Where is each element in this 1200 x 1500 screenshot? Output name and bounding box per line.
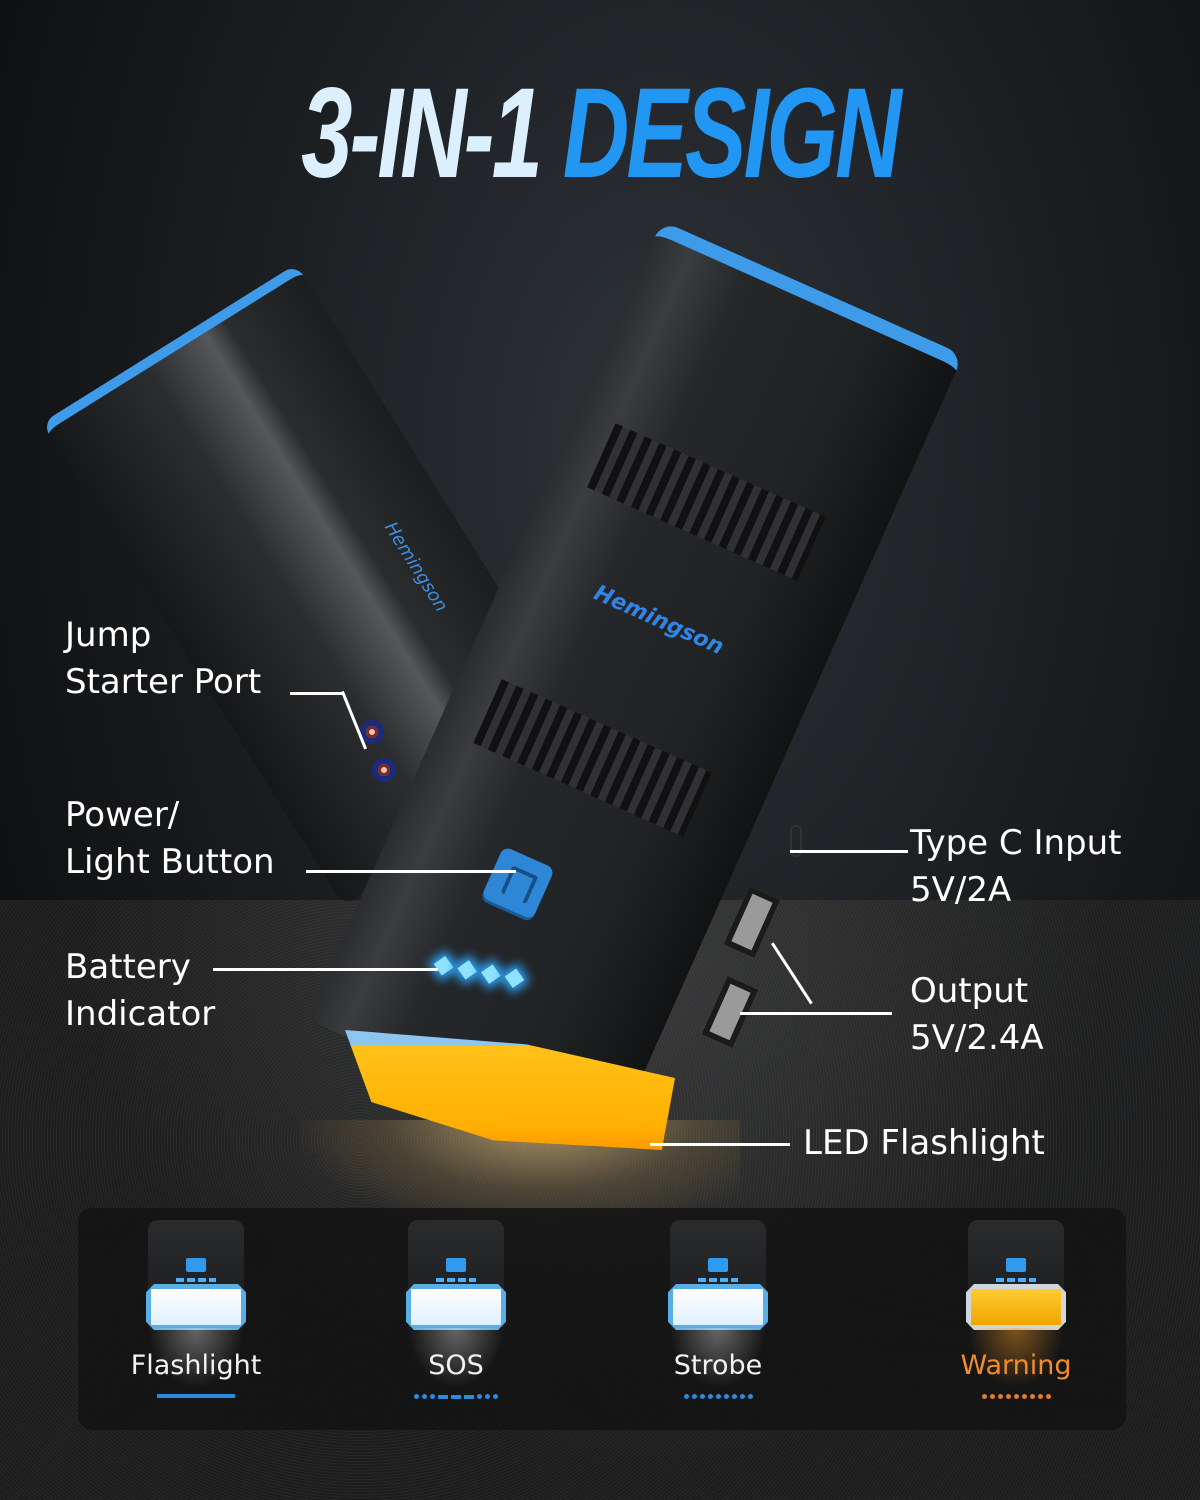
port-terminal-icon	[372, 758, 396, 782]
callout-type-c-input: Type C Input 5V/2A	[910, 820, 1122, 914]
mode-flashlight: Flashlight	[108, 1208, 268, 1430]
mini-device-icon	[966, 1220, 1066, 1330]
mode-label: SOS	[428, 1350, 484, 1381]
headline-part-1: 3-IN-1	[301, 62, 543, 205]
mini-beam	[408, 1328, 504, 1388]
cooling-fins	[473, 679, 712, 837]
mini-device-icon	[146, 1220, 246, 1330]
callout-text: Jump	[65, 615, 152, 655]
headline-part-2: DESIGN	[562, 62, 902, 205]
callout-line	[650, 1143, 790, 1146]
pattern-solid-icon	[108, 1394, 284, 1400]
jump-starter-port	[360, 720, 396, 796]
callout-text: Starter Port	[65, 662, 262, 702]
callout-text: Light Button	[65, 842, 275, 882]
light-modes-panel: Flashlight SOS Strobe Warning	[78, 1208, 1126, 1430]
mode-sos: SOS	[368, 1208, 528, 1430]
callout-text: Type C Input	[910, 823, 1122, 863]
mode-label: Warning	[960, 1350, 1072, 1381]
callout-output: Output 5V/2.4A	[910, 968, 1044, 1062]
mini-device-icon	[668, 1220, 768, 1330]
callout-line	[740, 1012, 892, 1015]
callout-line	[306, 870, 516, 873]
callout-text: Battery	[65, 947, 191, 987]
mini-device-icon	[406, 1220, 506, 1330]
callout-line	[213, 968, 438, 971]
mode-label: Strobe	[673, 1350, 763, 1381]
callout-text: LED Flashlight	[803, 1123, 1045, 1163]
callout-battery-indicator: Battery Indicator	[65, 944, 215, 1038]
type-c-port	[790, 825, 802, 857]
usb-output-ports	[701, 885, 781, 1070]
mini-beam	[670, 1328, 766, 1388]
mode-warning: Warning	[928, 1208, 1088, 1430]
callout-text: 5V/2.4A	[910, 1018, 1044, 1058]
brand-logo-back: Hemingson	[380, 518, 452, 616]
mode-strobe: Strobe	[630, 1208, 790, 1430]
pattern-dots-icon	[630, 1394, 806, 1400]
callout-text: Indicator	[65, 994, 216, 1034]
brand-logo-front: Hemingson	[590, 580, 728, 661]
cooling-fins	[587, 423, 826, 581]
pattern-sos-icon	[368, 1394, 544, 1400]
pattern-dots-icon	[928, 1394, 1104, 1400]
mini-beam	[148, 1328, 244, 1388]
mini-beam	[968, 1328, 1064, 1388]
callout-text: 5V/2A	[910, 870, 1012, 910]
mode-label: Flashlight	[130, 1350, 262, 1381]
callout-text: Output	[910, 971, 1029, 1011]
callout-power-light-button: Power/ Light Button	[65, 792, 275, 886]
headline: 3-IN-1 DESIGN	[168, 70, 1032, 198]
callout-text: Power/	[65, 795, 180, 835]
callout-jump-starter-port: Jump Starter Port	[65, 612, 261, 706]
callout-line	[790, 850, 908, 853]
callout-line	[290, 692, 342, 695]
callout-led-flashlight: LED Flashlight	[803, 1120, 1045, 1167]
